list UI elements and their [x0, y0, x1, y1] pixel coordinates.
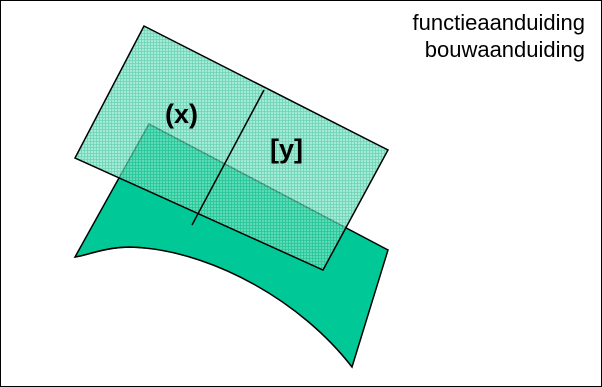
- legend-building-designation: bouwaanduiding: [424, 37, 585, 62]
- base-parcel-edge: [74, 246, 146, 258]
- legend-function-designation: functieaanduiding: [412, 10, 585, 35]
- designation-overlay-shape: [73, 24, 390, 271]
- zone-divider-line: [191, 89, 265, 226]
- zone-label-y: [y]: [270, 134, 303, 164]
- zone-label-x: (x): [165, 99, 198, 129]
- legend: functieaanduiding bouwaanduiding: [413, 9, 585, 63]
